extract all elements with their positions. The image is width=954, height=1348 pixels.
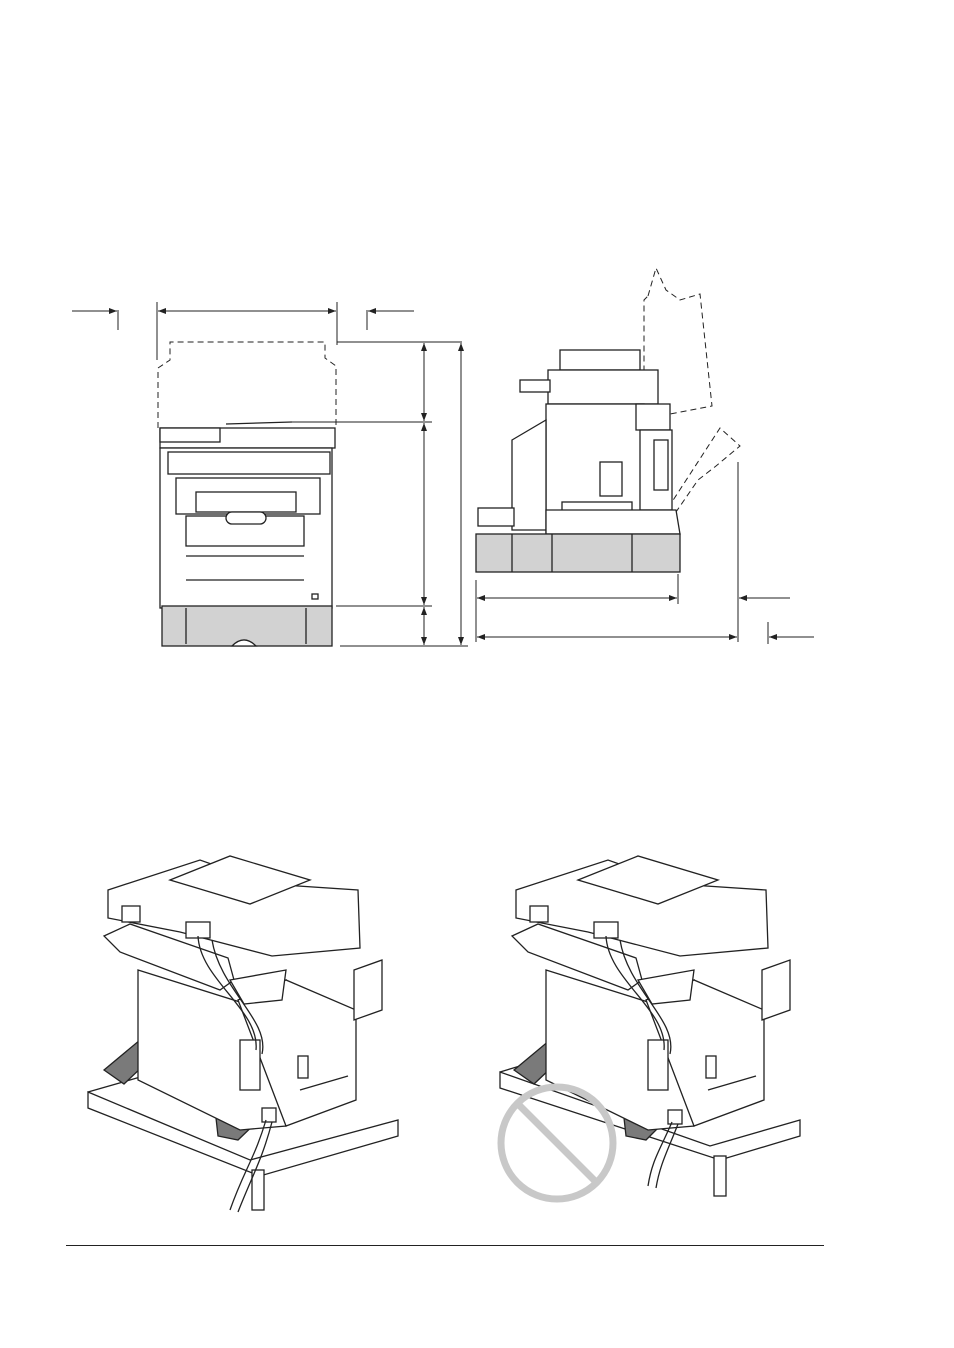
footer-rule	[66, 1245, 824, 1246]
